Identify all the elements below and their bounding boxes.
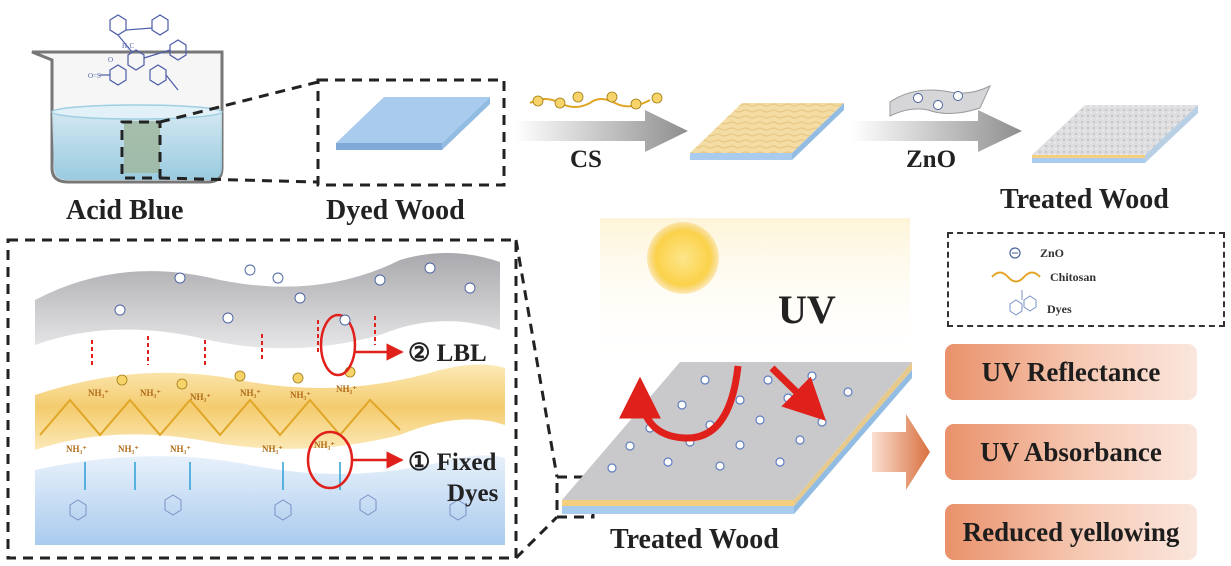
nh3-label: NH₃⁺	[190, 392, 211, 402]
nh3-label: NH₃⁺	[314, 440, 335, 450]
legend-dyes-label: Dyes	[1047, 302, 1072, 316]
legend-chitosan-icon	[991, 271, 1041, 283]
nh3-label: NH₃⁺	[88, 388, 109, 398]
nh3-label: NH₃⁺	[140, 388, 161, 398]
cs-label: CS	[570, 146, 602, 173]
gray-layer-charges	[114, 262, 476, 326]
property-reduced-yellowing: Reduced yellowing	[945, 504, 1197, 560]
legend-box	[947, 232, 1225, 327]
nh3-label: NH₃⁺	[170, 444, 191, 454]
chitosan-chain-icon	[529, 91, 663, 110]
nh3-label: NH₃⁺	[336, 384, 357, 394]
nh3-label: NH₃⁺	[66, 444, 87, 454]
dyed-wood-label: Dyed Wood	[326, 195, 465, 226]
sun-glow	[600, 218, 910, 368]
fixed-dyes-label-line2: Dyes	[447, 480, 499, 507]
zno-arrow	[852, 110, 1022, 152]
nh3-label: NH₃⁺	[262, 444, 283, 454]
acid-blue-label: Acid Blue	[66, 195, 184, 226]
nh3-label: NH₃⁺	[290, 390, 311, 400]
interface-detail-panel	[6, 238, 518, 560]
legend-zno-label: ZnO	[1040, 246, 1065, 260]
treated-wood-bottom-label: Treated Wood	[610, 524, 779, 555]
zno-sheet-icon	[889, 84, 992, 117]
property-uv-reflectance: UV Reflectance	[945, 344, 1197, 400]
beaker	[31, 50, 224, 184]
svg-text:O: O	[108, 56, 113, 64]
cs-arrow	[515, 110, 688, 152]
uv-reflection-arrow	[619, 365, 742, 442]
zno-arrow-label: ZnO	[906, 146, 957, 173]
svg-text:H₃C: H₃C	[122, 42, 134, 50]
property-uv-absorbance: UV Absorbance	[945, 424, 1197, 480]
legend-chitosan-label: Chitosan	[1050, 270, 1097, 284]
zoom-beaker-to-wood	[120, 78, 506, 187]
result-arrow	[872, 414, 930, 490]
lbl-label: ② LBL	[408, 340, 487, 367]
acid-blue-molecule-icon: O O=S H₃C	[88, 14, 187, 91]
uv-label: UV	[778, 287, 836, 332]
nh3-label: NH₃⁺	[118, 444, 139, 454]
sun-icon	[647, 222, 719, 294]
nh3-label: NH₃⁺	[240, 388, 261, 398]
svg-text:O=S: O=S	[88, 72, 101, 80]
chitosan-coated-wood-slab	[690, 103, 844, 160]
legend-dyes-icon	[1009, 290, 1037, 316]
treated-wood-top-label: Treated Wood	[1000, 184, 1169, 215]
uv-absorption-arrow	[769, 365, 827, 421]
legend-zno-icon	[1009, 247, 1021, 259]
treated-wood-slab-top	[1032, 105, 1198, 163]
fixed-dyes-label-line1: ① Fixed	[408, 449, 497, 476]
dyed-wood-slab	[336, 97, 490, 150]
